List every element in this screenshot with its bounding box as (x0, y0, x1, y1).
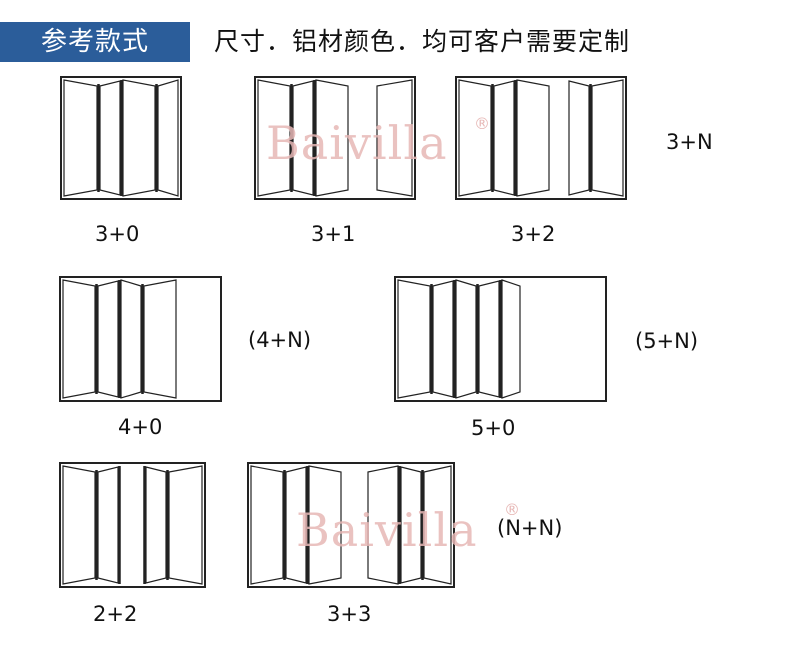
config-label-3-n: 3+N (666, 130, 713, 154)
config-label-3-2: 3+2 (511, 222, 556, 246)
door-diagram-4-0 (59, 276, 222, 402)
door-diagram-5-0 (394, 276, 607, 402)
customization-note: 尺寸．铝材颜色．均可客户需要定制 (214, 27, 631, 56)
config-label-3-3: 3+3 (327, 602, 372, 626)
watermark-logo-bottom: Baivilla (296, 503, 478, 557)
config-label-3-1: 3+1 (311, 222, 356, 246)
door-diagram-3-2 (455, 76, 627, 200)
watermark-registered-mark-top: ® (474, 114, 490, 133)
watermark-registered-mark-bottom: ® (504, 500, 520, 519)
config-label-2-2: 2+2 (93, 602, 138, 626)
config-label-4-0: 4+0 (118, 415, 163, 439)
config-label-5-n: (5+N) (635, 329, 699, 353)
config-label-5-0: 5+0 (471, 416, 516, 440)
door-diagram-3-1 (254, 76, 416, 200)
door-diagram-3-0 (60, 76, 182, 200)
section-title-tag: 参考款式 (0, 22, 190, 62)
door-diagram-2-2 (59, 462, 206, 588)
door-diagram-3-3 (247, 462, 455, 588)
watermark-logo-top: Baivilla (266, 116, 448, 170)
config-label-3-0: 3+0 (95, 222, 140, 246)
config-label-n-n: (N+N) (497, 516, 563, 540)
config-label-4-n: (4+N) (248, 328, 312, 352)
